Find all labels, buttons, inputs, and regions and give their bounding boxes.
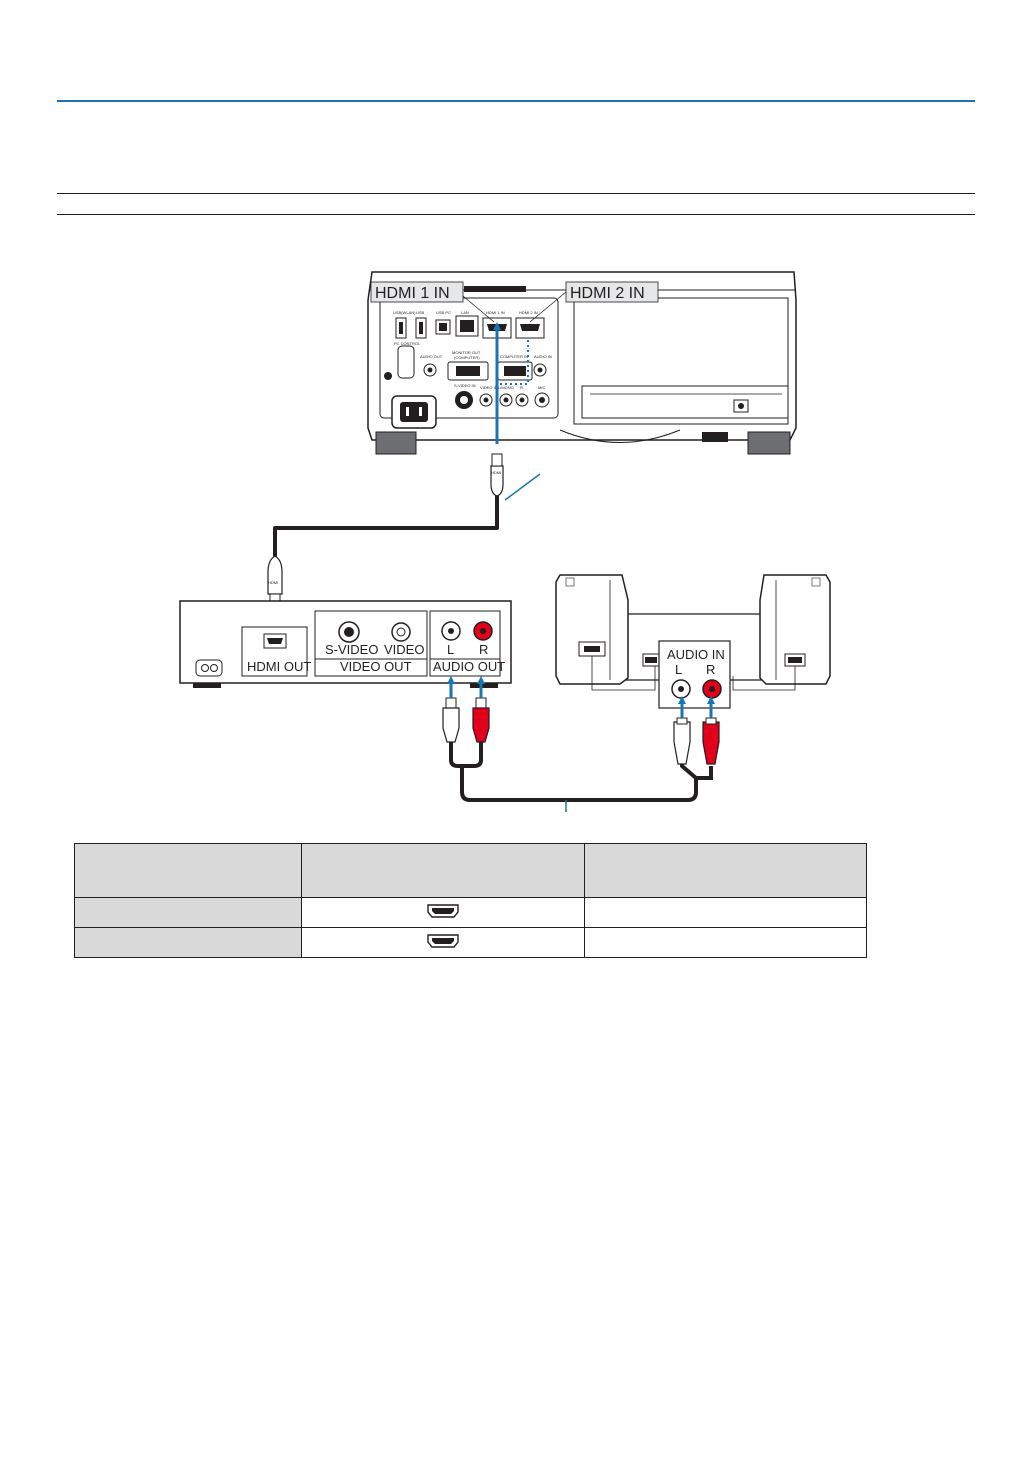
panel-label-lan: LAN xyxy=(461,310,469,315)
panel-label-video-in: VIDEO IN xyxy=(480,385,498,390)
header-rule xyxy=(57,100,975,102)
audio-out-r-label: R xyxy=(479,642,488,657)
panel-label-mic: MIC xyxy=(538,385,545,390)
av-device: HDMI OUT S-VIDEO VIDEO VIDEO OUT L R AUD… xyxy=(179,600,512,688)
powered-speakers: AUDIO IN L R xyxy=(555,574,831,709)
video-out-label: VIDEO OUT xyxy=(340,659,412,674)
panel-label-monitor-out-sub: (COMPUTER) xyxy=(454,355,480,360)
panel-label-usb: USB xyxy=(416,310,425,315)
panel-label-hdmi2: HDMI 2 IN xyxy=(519,310,538,315)
speaker-audio-in-label: AUDIO IN xyxy=(667,647,725,662)
hdmi-cable: HDMI HDMI xyxy=(267,453,541,607)
hdmi1-callout: HDMI 1 IN xyxy=(370,281,495,323)
hdmi2-callout: HDMI 2 IN xyxy=(529,281,659,323)
panel-label-computer-in: COMPUTER IN xyxy=(500,354,528,359)
table-header-row xyxy=(74,843,867,898)
section-rule-bottom xyxy=(57,214,975,215)
table-row xyxy=(74,927,867,958)
hdmi1-callout-label: HDMI 1 IN xyxy=(375,285,450,302)
panel-label-r: R xyxy=(520,385,523,390)
hdmi-plug-label-top: HDMI xyxy=(491,470,501,475)
panel-label-hdmi1: HDMI 1 IN xyxy=(486,310,505,315)
table-header-cell xyxy=(74,843,302,898)
table-cell xyxy=(584,927,867,958)
audio-out-l-label: L xyxy=(447,642,454,657)
hdmi2-callout-label: HDMI 2 IN xyxy=(570,285,645,302)
hdmi-connector-icon xyxy=(427,934,459,948)
panel-label-usb-pc: USB PC xyxy=(436,310,451,315)
table-cell xyxy=(301,897,585,928)
panel-label-usb-wlan: USB(WLAN) xyxy=(393,310,416,315)
speaker-l-label: L xyxy=(675,662,682,677)
audio-out-label: AUDIO OUT xyxy=(433,659,505,674)
panel-label-l-mono: L/MONO xyxy=(498,385,514,390)
audio-cable xyxy=(442,697,720,812)
video-label: VIDEO xyxy=(384,642,424,657)
hdmi-connector-icon xyxy=(427,904,459,918)
panel-label-audio-in: AUDIO IN xyxy=(534,354,552,359)
table-cell xyxy=(74,927,302,958)
table-row xyxy=(74,897,867,928)
hdmi-plug-label-bottom: HDMI xyxy=(268,580,278,585)
connection-diagram: USB(WLAN) USB USB PC LAN HDMI 1 IN HDMI … xyxy=(179,271,831,812)
s-video-label: S-VIDEO xyxy=(325,642,378,657)
table-cell xyxy=(584,897,867,928)
panel-label-audio-out: AUDIO OUT xyxy=(420,354,443,359)
panel-label-pc-control: PC CONTROL xyxy=(394,341,421,346)
panel-label-monitor-out: MONITOR OUT xyxy=(452,350,481,355)
table-cell xyxy=(74,897,302,928)
table-cell xyxy=(301,927,585,958)
table-header-cell xyxy=(301,843,585,898)
projector: USB(WLAN) USB USB PC LAN HDMI 1 IN HDMI … xyxy=(367,271,797,455)
section-rule-top xyxy=(57,193,975,194)
panel-label-s-video-in: S-VIDEO IN xyxy=(454,383,476,388)
speaker-r-label: R xyxy=(706,662,715,677)
port-table xyxy=(74,843,867,958)
hdmi-out-label: HDMI OUT xyxy=(247,659,311,674)
table-header-cell xyxy=(584,843,867,898)
